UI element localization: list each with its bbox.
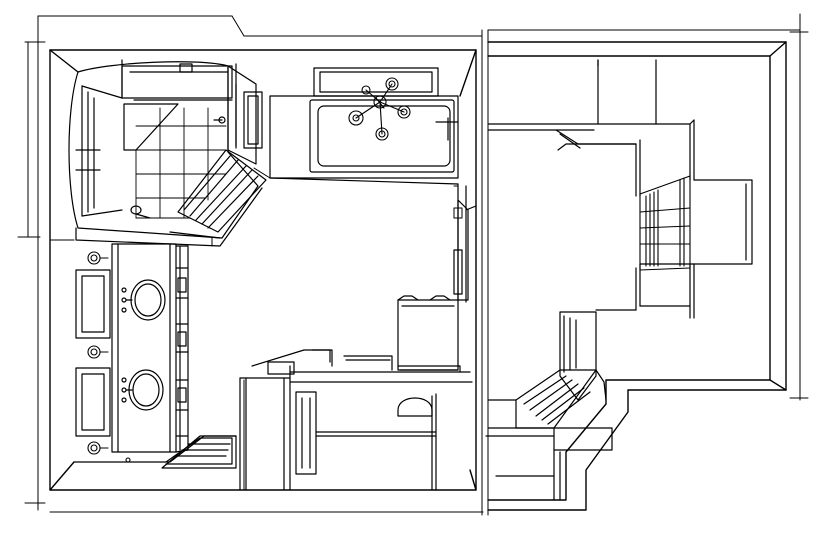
dimension-lines bbox=[18, 14, 808, 515]
right-room-inner-walls bbox=[488, 60, 752, 318]
vanity-sinks bbox=[122, 280, 165, 410]
linen-cabinet bbox=[398, 184, 476, 370]
sconce-icon bbox=[88, 252, 130, 462]
bathtub bbox=[270, 68, 458, 184]
vanity-mirrors bbox=[76, 270, 110, 436]
misc-details bbox=[50, 168, 462, 490]
bay-window bbox=[640, 176, 690, 270]
window-seat bbox=[486, 312, 612, 500]
shower-stall bbox=[69, 60, 258, 238]
toilet-room bbox=[296, 392, 436, 490]
vanity-cabinet bbox=[112, 244, 188, 452]
shower-tile-grid bbox=[136, 108, 226, 218]
shower-glass-partition bbox=[76, 66, 266, 246]
chandelier-icon bbox=[349, 78, 410, 140]
left-room-walls bbox=[50, 50, 476, 490]
right-room-walls bbox=[488, 42, 786, 510]
vanity-step bbox=[74, 436, 236, 468]
center-partition-wall bbox=[240, 350, 472, 490]
